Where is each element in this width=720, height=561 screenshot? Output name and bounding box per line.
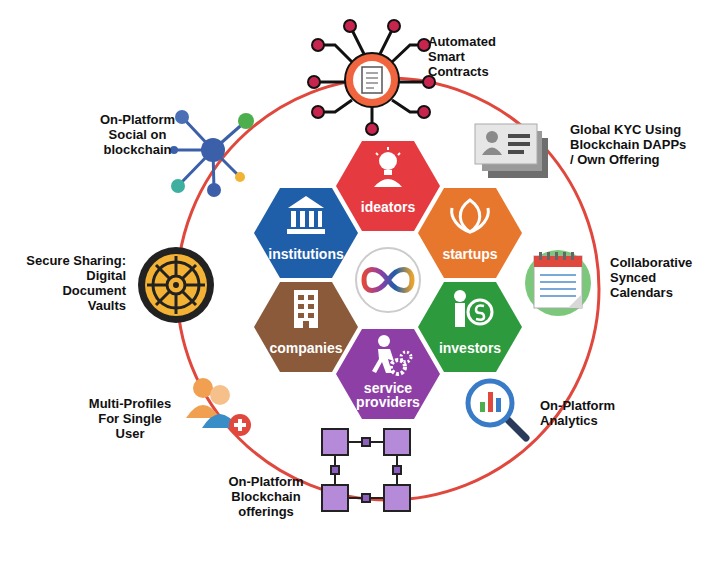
feature-label: On-Platform Blockchain offerings <box>220 474 312 519</box>
hexagon-node: startups <box>418 188 522 278</box>
hexagon-shape <box>336 141 440 231</box>
social-network-icon <box>170 110 254 197</box>
feature-label: Global KYC Using Blockchain DAPPs / Own … <box>570 122 690 167</box>
calendar-icon <box>525 250 591 316</box>
analytics-icon <box>468 381 526 438</box>
hexagon-node: institutions <box>254 188 358 278</box>
hexagon-node: investors <box>418 282 522 372</box>
feature-label: On-Platform Analytics <box>540 398 632 428</box>
hexagon-shape <box>418 282 522 372</box>
profiles-icon <box>186 378 251 436</box>
contract-doc-lines <box>366 73 378 88</box>
hexagon-shape <box>254 188 358 278</box>
contract-disc-inner <box>353 61 391 99</box>
node-label: startups <box>418 247 522 261</box>
contract-doc <box>362 67 382 93</box>
node-label: ideators <box>336 200 440 214</box>
contract-disc <box>345 53 399 107</box>
feature-label: Automated Smart Contracts <box>428 34 508 79</box>
hexagon-node: ideators <box>336 141 440 231</box>
center-logo <box>356 248 420 312</box>
feature-label: On-Platform Social on blockchain <box>85 112 190 157</box>
feature-label: Collaborative Synced Calendars <box>610 255 702 300</box>
blockchain-icon <box>322 429 410 511</box>
hexagon-node: service providers <box>336 329 440 419</box>
node-label: companies <box>254 341 358 355</box>
contract-icon <box>318 30 425 125</box>
hexagon-shape <box>254 282 358 372</box>
vault-icon <box>138 247 214 323</box>
outer-ring <box>177 78 599 500</box>
hexagon-shape <box>418 188 522 278</box>
node-label: service providers <box>336 381 440 409</box>
feature-label: Secure Sharing: Digital Document Vaults <box>22 253 126 313</box>
hexagon-node: companies <box>254 282 358 372</box>
contract-dots <box>308 20 435 135</box>
node-label: institutions <box>254 247 358 261</box>
feature-label: Multi-Profiles For Single User <box>82 396 178 441</box>
id-card-icon <box>475 124 548 178</box>
node-label: investors <box>418 341 522 355</box>
